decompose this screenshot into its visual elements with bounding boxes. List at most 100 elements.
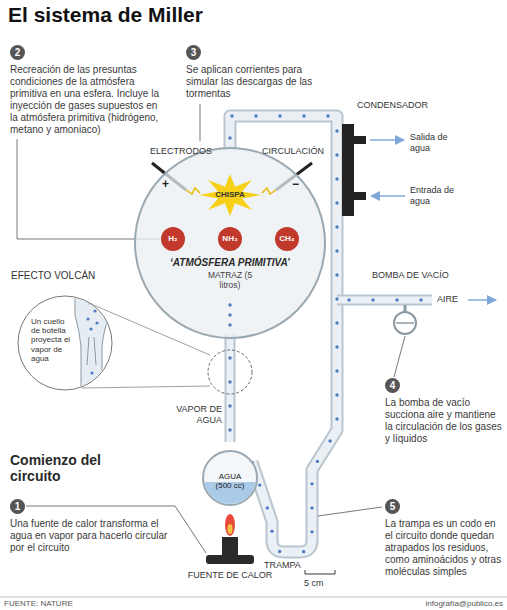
burner (222, 537, 238, 555)
label: CONDENSADOR (357, 100, 428, 111)
label-text: VAPOR DE AGUA (150, 404, 222, 426)
callout-text: La trampa es un codo en el circuito dond… (385, 518, 503, 578)
flow-dot (371, 298, 374, 301)
flask-labels: ‘ATMÓSFERA PRIMITIVA’MATRAZ (5 litros) (134, 257, 326, 292)
flow-dot (335, 201, 338, 204)
callout: 3 Se aplican corrientes para simular las … (186, 45, 336, 100)
flow-dot (228, 428, 231, 431)
label-text: Salida de agua (410, 132, 470, 154)
magnifier-circle: EFECTO VOLCÁNUn cuello de botella proyec… (17, 295, 113, 391)
drop (228, 323, 231, 326)
vapor-dot (93, 309, 96, 312)
tube (337, 297, 432, 304)
label-text: BOMBA DE VACÍO (372, 270, 449, 281)
leader-line (318, 507, 382, 516)
flow-dot (347, 298, 350, 301)
spark-label: CHISPA (198, 173, 262, 217)
water-arrow (370, 139, 404, 141)
callout: 1Una fuente de calor transforma el agua … (10, 499, 172, 554)
flow-dot (419, 298, 422, 301)
gas-molecule: NH₃ (218, 227, 242, 251)
flow-dot (335, 345, 338, 348)
flow-dot (395, 298, 398, 301)
flow-dot (316, 460, 319, 463)
flow-dot (228, 136, 231, 139)
scale-tick (305, 570, 306, 574)
callout-text: Se aplican corrientes para simular las d… (186, 64, 336, 100)
label-text: CIRCULACIÓN (262, 146, 324, 157)
callout-number: 3 (186, 45, 201, 60)
callout: 5La trampa es un codo en el circuito don… (385, 499, 503, 578)
drop (228, 303, 231, 306)
label-text: CONDENSADOR (357, 100, 428, 111)
label-text: ELECTRODOS (150, 146, 212, 157)
water-label: AGUA (500 cc) (200, 472, 260, 490)
gas-molecule: H₂ (161, 227, 185, 251)
scale-tick (335, 570, 336, 574)
flask-caption: MATRAZ (5 litros) (201, 270, 259, 290)
magnifier-text: Un cuello de botella proyecta el vapor d… (31, 317, 75, 363)
label-text: Comienzo del circuito (10, 452, 122, 484)
drop (228, 313, 231, 316)
label: Entrada de agua (410, 185, 472, 207)
callout: 4La bomba de vacío succiona aire y manti… (385, 378, 503, 445)
label-text: Entrada de agua (410, 185, 472, 207)
molecule-formula: H₂ (161, 227, 185, 251)
spark-star (199, 174, 261, 216)
label: AIRE (437, 294, 458, 305)
flow-dot (335, 153, 338, 156)
flow-dot (230, 114, 233, 117)
vacuum-pump (394, 312, 416, 334)
label: FUENTE DE CALOR (170, 570, 290, 581)
vapor-dot (89, 381, 92, 384)
zoom-circle (208, 350, 252, 394)
pump-stem (404, 305, 407, 312)
magnifier-ring (18, 296, 112, 390)
label: ELECTRODOS (150, 146, 212, 157)
reaction-flask: ‘ATMÓSFERA PRIMITIVA’MATRAZ (5 litros) CH… (134, 147, 326, 339)
bottle-neck (75, 295, 109, 391)
flow-dot (335, 417, 338, 420)
flow-dot (310, 506, 313, 509)
flask-glass (135, 148, 325, 338)
vapor-dot (95, 321, 98, 324)
flow-dot (266, 506, 269, 509)
pump-valve (396, 322, 414, 324)
flow-dot (228, 380, 231, 383)
flow-dot (270, 529, 273, 532)
flow-dot (278, 550, 281, 553)
label-text: infografía@publico.es (426, 599, 504, 609)
footer-rule (0, 597, 507, 598)
flow-dot (328, 439, 331, 442)
nozzle (87, 337, 96, 365)
water-arrow (371, 195, 405, 197)
zoom-line (82, 386, 210, 388)
label-text: FUENTE: NATURE (4, 599, 73, 609)
callout: 2Recreación de las presuntas condiciones… (10, 45, 162, 136)
label: infografía@publico.es (426, 599, 504, 609)
flow-dot (335, 177, 338, 180)
flow-dot (228, 404, 231, 407)
flow-dot (302, 550, 305, 553)
magnifier-heading: EFECTO VOLCÁN (11, 270, 95, 281)
callout-number: 1 (10, 499, 25, 514)
flow-dot (335, 297, 338, 300)
callout-number: 2 (10, 45, 25, 60)
flow-dot (335, 249, 338, 252)
neck-detail (75, 295, 109, 391)
condenser (342, 124, 354, 216)
discharge (186, 188, 200, 194)
label: FUENTE: NATURE (4, 599, 73, 609)
label: 5 cm (304, 578, 324, 589)
tube-outline (337, 295, 432, 306)
flow-dot (335, 393, 338, 396)
leader-line (394, 336, 405, 377)
molecule-formula: NH₃ (218, 227, 242, 251)
label: CIRCULACIÓN (262, 146, 324, 157)
vapor-dot (89, 327, 92, 330)
label: BOMBA DE VACÍO (372, 270, 449, 281)
flow-dot (258, 483, 261, 486)
burner-base (206, 555, 254, 564)
label: VAPOR DE AGUA (150, 404, 222, 426)
flow-dot (302, 114, 305, 117)
